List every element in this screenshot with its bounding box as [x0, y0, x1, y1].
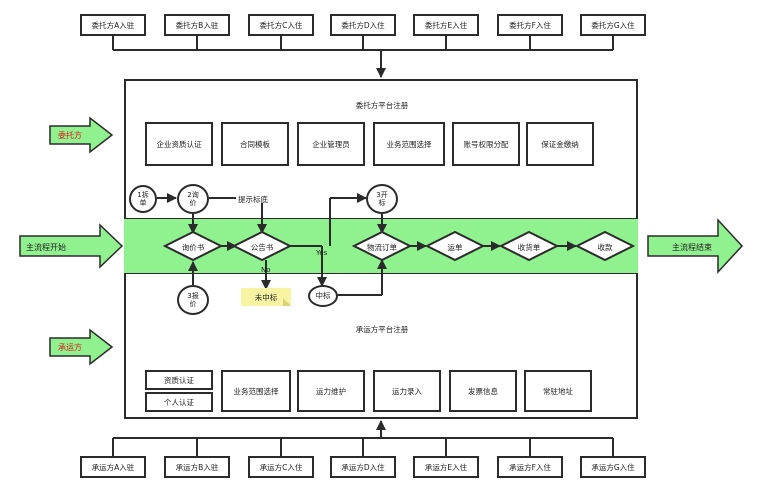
- diamond-payment: [574, 230, 636, 262]
- diamond-receipt: [498, 230, 560, 262]
- top-box: 委托方A入驻: [80, 14, 146, 36]
- top-box: 委托方E入住: [413, 14, 479, 36]
- circle-quote: 3报 价: [177, 285, 209, 315]
- carrier-item: 常驻地址: [524, 370, 592, 412]
- carrier-side-label: 承运方: [58, 343, 82, 352]
- bottom-bus: [112, 420, 614, 456]
- circle-open-bid: 3开 标: [366, 184, 398, 214]
- diamond-order-label: 物流订单: [367, 243, 397, 252]
- bottom-box: 承运方E入住: [413, 456, 479, 478]
- bottom-box: 承运方G入住: [580, 456, 646, 478]
- bottom-box: 承运方C入住: [248, 456, 314, 478]
- consignor-title: 委托方平台注册: [355, 101, 409, 110]
- top-bus: [112, 36, 614, 78]
- main-start-arrow: [19, 223, 124, 269]
- diamond-waybill-label: 运单: [447, 243, 463, 252]
- diamond-notice-label: 公告书: [250, 243, 274, 252]
- carrier-item: 运力录入: [373, 370, 441, 412]
- bottom-box: 承运方B入驻: [164, 456, 230, 478]
- top-box: 委托方G入住: [580, 14, 646, 36]
- carrier-side-arrow: [49, 328, 114, 366]
- circle-won-bid: 中标: [308, 285, 338, 307]
- top-box: 委托方C入住: [248, 14, 314, 36]
- no-label: No: [261, 266, 271, 274]
- carrier-item: 发票信息: [449, 370, 517, 412]
- diamond-payment-label: 收款: [597, 243, 613, 252]
- flow-lines: [157, 193, 577, 296]
- consignor-item: 业务范围选择: [373, 122, 445, 166]
- diamond-receipt-label: 收货单: [517, 243, 541, 252]
- consignor-item: 账号权限分配: [452, 122, 520, 166]
- bottom-box: 承运方D入住: [330, 456, 396, 478]
- top-box: 委托方B入驻: [164, 14, 230, 36]
- carrier-item: 业务范围选择: [221, 370, 291, 412]
- main-end-arrow: [647, 218, 744, 274]
- consignor-item: 保证金缴纳: [526, 122, 594, 166]
- hint-label: 提示标底: [238, 195, 268, 204]
- diamond-inquiry: [162, 230, 224, 262]
- top-box: 委托方D入住: [330, 14, 396, 36]
- consignor-item: 企业管理员: [297, 122, 365, 166]
- diamond-waybill: [424, 230, 486, 262]
- bottom-box: 承运方A入驻: [80, 456, 146, 478]
- carrier-item: 运力维护: [297, 370, 365, 412]
- diamond-notice: [231, 230, 293, 262]
- carrier-stack-item: 资质认证: [145, 370, 213, 390]
- consignor-item: 企业资质认证: [145, 122, 213, 166]
- top-box: 委托方F入住: [497, 14, 563, 36]
- consignor-item: 合同模板: [221, 122, 289, 166]
- main-start-label: 主流程开始: [26, 243, 66, 252]
- not-won-label: 未中标: [254, 292, 278, 302]
- consignor-side-arrow: [49, 116, 114, 154]
- diamond-inquiry-label: 询价书: [181, 243, 205, 252]
- carrier-title: 承运方平台注册: [355, 325, 409, 334]
- flow-diamonds: [162, 230, 636, 262]
- circle-inquiry: 2询 价: [177, 184, 209, 214]
- yes-label: Yes: [316, 249, 328, 257]
- consignor-side-label: 委托方: [58, 131, 82, 140]
- main-end-label: 主流程结束: [672, 243, 712, 252]
- diamond-order: [351, 230, 413, 262]
- carrier-stack-item: 个人认证: [145, 392, 213, 412]
- not-won-note: 未中标: [241, 288, 291, 306]
- circle-split-order: 1拆 单: [129, 185, 157, 213]
- bottom-box: 承运方F入住: [497, 456, 563, 478]
